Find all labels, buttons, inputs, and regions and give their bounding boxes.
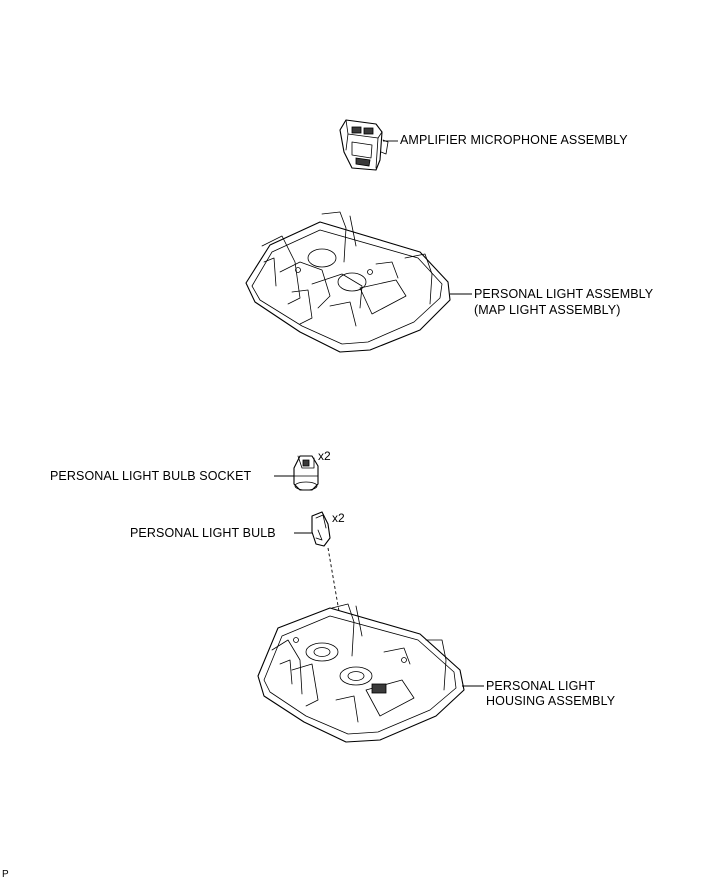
amplifier-microphone-part — [339, 119, 389, 171]
personal-light-assembly-part — [245, 211, 451, 353]
qty-bulb-socket: x2 — [318, 449, 331, 463]
label-map-light-assembly: (MAP LIGHT ASSEMBLY) — [474, 303, 621, 317]
footer-code: P — [2, 869, 9, 880]
bulb-socket-part — [293, 455, 319, 491]
label-personal-light-assembly: PERSONAL LIGHT ASSEMBLY — [474, 287, 654, 301]
label-bulb-socket: PERSONAL LIGHT BULB SOCKET — [50, 469, 252, 483]
housing-assembly-part — [257, 603, 465, 743]
label-housing-line1: PERSONAL LIGHT — [486, 679, 596, 693]
label-housing-line2: HOUSING ASSEMBLY — [486, 694, 616, 708]
bulb-part — [311, 511, 331, 547]
label-amplifier-microphone: AMPLIFIER MICROPHONE ASSEMBLY — [400, 133, 628, 147]
label-bulb: PERSONAL LIGHT BULB — [130, 526, 276, 540]
qty-bulb: x2 — [332, 511, 345, 525]
